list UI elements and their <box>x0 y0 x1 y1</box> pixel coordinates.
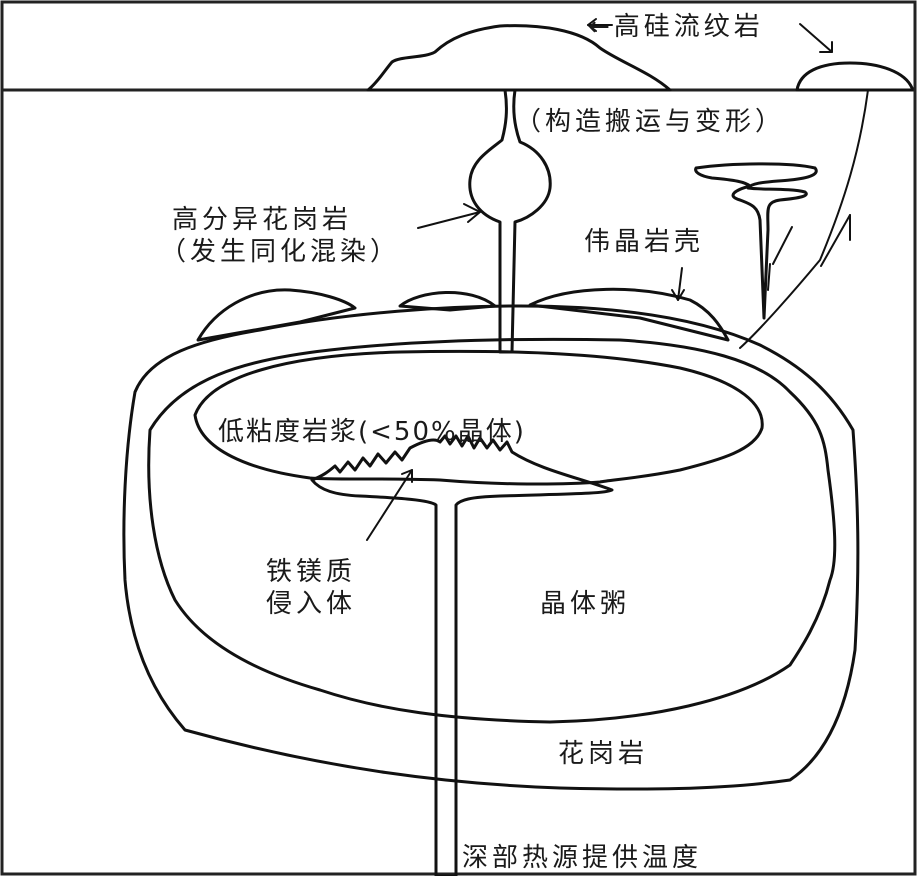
fault-line <box>739 89 869 349</box>
label-deep-heat-source: 深部热源提供温度 <box>462 843 702 873</box>
label-mafic-intrusion-1: 铁镁质 <box>266 557 356 587</box>
label-granite: 花岗岩 <box>558 739 648 769</box>
mafic-intrusion <box>310 434 614 876</box>
rhyolite-flow-left <box>366 24 672 92</box>
arrow-to-pegmatite-shell <box>671 267 685 301</box>
deformed-dike <box>694 162 818 320</box>
low-viscosity-magma-body <box>193 349 764 486</box>
label-high-silica-rhyolite: ←高硅流纹岩 <box>588 12 764 42</box>
arrow-to-right-rhyolite <box>799 23 833 53</box>
arrow-to-mafic-intrusion <box>366 469 413 541</box>
rhyolite-flow-right <box>795 61 914 92</box>
granite-dike-and-pluton <box>468 88 552 354</box>
arrow-to-left-rhyolite <box>587 18 613 32</box>
fault-slip-line-3 <box>820 214 851 267</box>
fault-slip-line-1 <box>772 226 793 265</box>
label-pegmatite-shell: 伟晶岩壳 <box>584 227 704 257</box>
pegmatite-shell-lobe-1 <box>196 288 357 342</box>
crystal-mush-layer <box>147 337 837 724</box>
arrow-to-granite-pluton <box>417 203 481 229</box>
label-crystal-mush: 晶体粥 <box>540 589 630 619</box>
label-fractionated-granite-1: 高分异花岗岩 <box>172 205 352 235</box>
granite-layer <box>122 304 860 791</box>
label-low-viscosity-magma: 低粘度岩浆(<50%晶体) <box>218 417 526 447</box>
label-fractionated-granite-2: （发生同化混染） <box>160 237 400 267</box>
fault-slip-line-2 <box>767 263 771 291</box>
label-tectonic-transport: （构造搬运与变形） <box>515 107 785 137</box>
label-mafic-intrusion-2: 侵入体 <box>266 589 356 619</box>
